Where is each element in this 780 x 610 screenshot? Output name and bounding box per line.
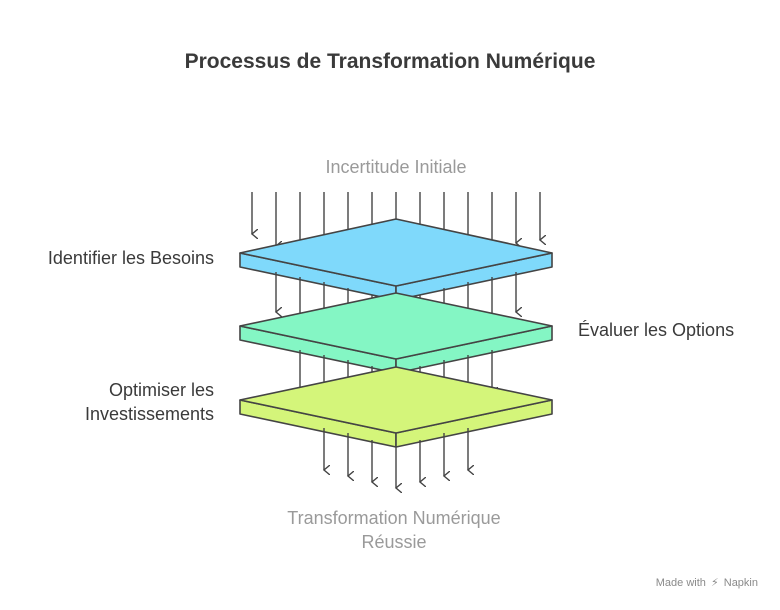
plate-optimiser-les-investissements <box>239 366 553 448</box>
stage-label-optimiser-les-investissements: Optimiser les Investissements <box>84 380 214 424</box>
stage-label-evaluer-les-options: Évaluer les Options <box>578 320 735 340</box>
plate-evaluer-les-options <box>239 292 553 374</box>
napkin-watermark: Made with ⚡ Napkin <box>655 577 758 589</box>
end-label: Transformation Numérique Réussie <box>287 508 501 552</box>
stage-label-identifier-les-besoins: Identifier les Besoins <box>47 248 214 268</box>
napkin-logo-icon: ⚡ <box>710 577 719 589</box>
arrows-output <box>324 428 468 488</box>
diagram-title: Processus de Transformation Numérique <box>184 50 596 73</box>
plate-identifier-les-besoins <box>239 218 553 301</box>
start-label: Incertitude Initiale <box>325 157 467 177</box>
